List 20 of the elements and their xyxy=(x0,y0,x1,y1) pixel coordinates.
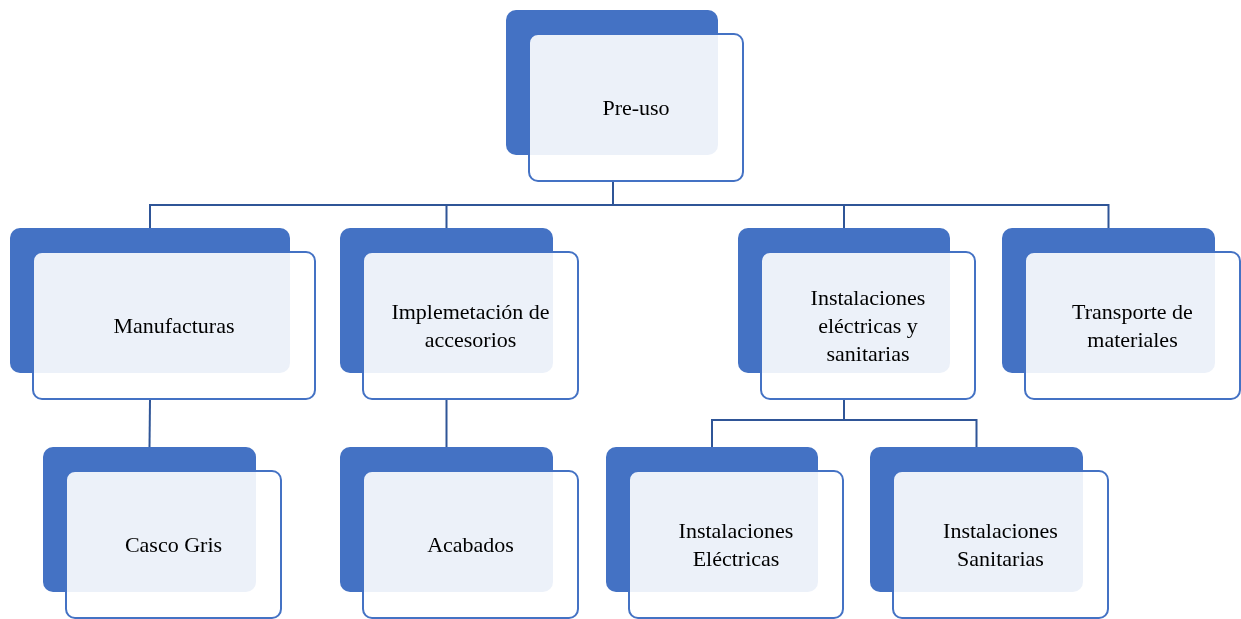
connector-line xyxy=(445,399,448,448)
node-label: Manufacturas xyxy=(113,311,235,340)
node-label: Pre-uso xyxy=(602,93,670,122)
node-label: Instalaciones Sanitarias xyxy=(942,516,1059,573)
node-label: Implemetación de accesorios xyxy=(390,297,551,354)
node-label: Instalaciones eléctricas y sanitarias xyxy=(809,283,927,368)
node-label: Instalaciones Eléctricas xyxy=(677,516,795,573)
process-box xyxy=(1002,228,1241,400)
connector-line xyxy=(148,399,151,448)
process-box xyxy=(340,447,579,619)
process-box xyxy=(10,228,316,400)
process-box xyxy=(738,228,976,400)
process-box xyxy=(43,447,282,619)
process-box xyxy=(606,447,844,619)
process-box xyxy=(506,10,744,182)
node-label: Acabados xyxy=(427,530,514,559)
process-box xyxy=(340,228,579,400)
node-label: Casco Gris xyxy=(124,530,223,559)
node-label: Transporte de materiales xyxy=(1071,297,1194,354)
process-box xyxy=(870,447,1109,619)
